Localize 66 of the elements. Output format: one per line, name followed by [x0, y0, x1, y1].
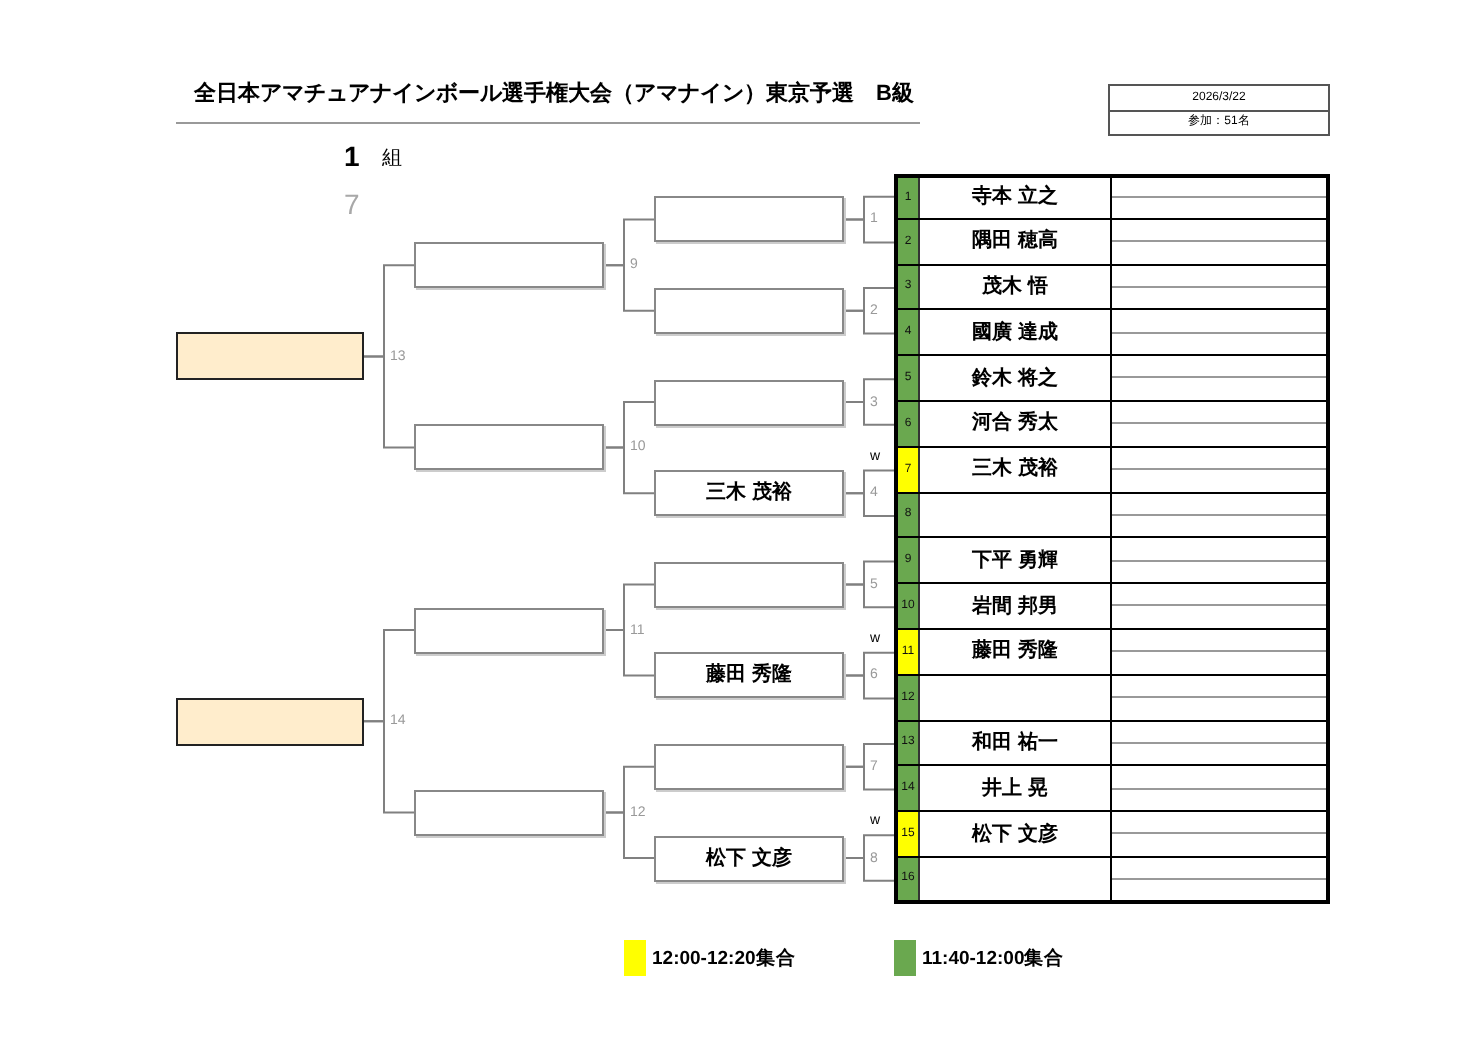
- player-name: 寺本 立之: [972, 186, 1058, 209]
- player-name: 岩間 邦男: [972, 595, 1058, 618]
- final-slot: [176, 697, 364, 746]
- player-row: [894, 630, 1330, 676]
- player-name: 三木 茂裕: [972, 458, 1058, 481]
- bracket-line: [843, 492, 895, 517]
- page-title: 全日本アマチュアナインボール選手権大会（アマナイン）東京予選 B級: [194, 82, 914, 108]
- bracket-slot: [414, 242, 604, 289]
- group-number: 1: [344, 140, 360, 172]
- player-row: [894, 219, 1330, 266]
- bracket-line: [843, 218, 895, 244]
- player-name: 松下 文彦: [972, 823, 1058, 846]
- player-name: 和田 祐一: [972, 731, 1058, 754]
- player-name: 松下 文彦: [706, 847, 792, 869]
- player-row: [894, 766, 1330, 813]
- bracket-slot: [654, 835, 844, 881]
- bracket-line: [843, 309, 895, 335]
- player-name: 三木 茂裕: [706, 482, 792, 505]
- bracket-line: [843, 765, 895, 791]
- bracket-line: [603, 446, 655, 495]
- player-name: 隅田 穂高: [972, 230, 1058, 253]
- bracket-line: [603, 811, 655, 859]
- player-name: 國廣 達成: [972, 321, 1058, 344]
- legend-text: 12:00-12:20集合: [652, 948, 796, 970]
- player-name: 井上 晃: [982, 777, 1048, 800]
- group-label: 組: [382, 148, 402, 172]
- bracket-slot: [414, 789, 604, 836]
- player-row: [894, 721, 1330, 767]
- bracket-slot: [654, 470, 844, 517]
- player-row: [894, 858, 1330, 904]
- player-row: [894, 675, 1330, 722]
- faint-number: 7: [344, 188, 360, 220]
- player-row: [894, 265, 1330, 311]
- bracket-line: [843, 857, 895, 882]
- bracket-slot: [654, 743, 844, 790]
- bracket-line: [843, 674, 895, 700]
- bracket-line: [363, 720, 415, 814]
- player-name: 茂木 悟: [982, 275, 1048, 298]
- bracket-line: [363, 355, 415, 449]
- player-name: 藤田 秀隆: [972, 640, 1058, 663]
- player-name: 下平 勇輝: [972, 549, 1058, 572]
- player-row: [894, 584, 1330, 630]
- bracket-slot: [654, 287, 844, 334]
- bracket-slot: [654, 196, 844, 243]
- bracket-slot: [414, 607, 604, 653]
- bracket-line: [843, 401, 895, 426]
- bracket-line: [603, 264, 655, 312]
- bracket-slot: [654, 561, 844, 608]
- legend-text: 11:40-12:00集合: [922, 948, 1065, 970]
- player-row: [894, 310, 1330, 357]
- player-row: [894, 356, 1330, 402]
- player-row: [894, 812, 1330, 858]
- player-name: 藤田 秀隆: [706, 664, 792, 687]
- bracket-line: [603, 629, 655, 677]
- player-name: 河合 秀太: [972, 412, 1058, 435]
- bracket-slot: [654, 379, 844, 425]
- player-name: 鈴木 将之: [972, 367, 1058, 390]
- bracket-line: [843, 583, 895, 609]
- bracket-slot: [654, 652, 844, 699]
- player-row: [894, 174, 1330, 220]
- final-slot: [176, 332, 364, 381]
- player-row: [894, 447, 1330, 494]
- player-row: [894, 493, 1330, 539]
- player-row: [894, 402, 1330, 448]
- bracket-slot: [414, 424, 604, 471]
- player-row: [894, 538, 1330, 585]
